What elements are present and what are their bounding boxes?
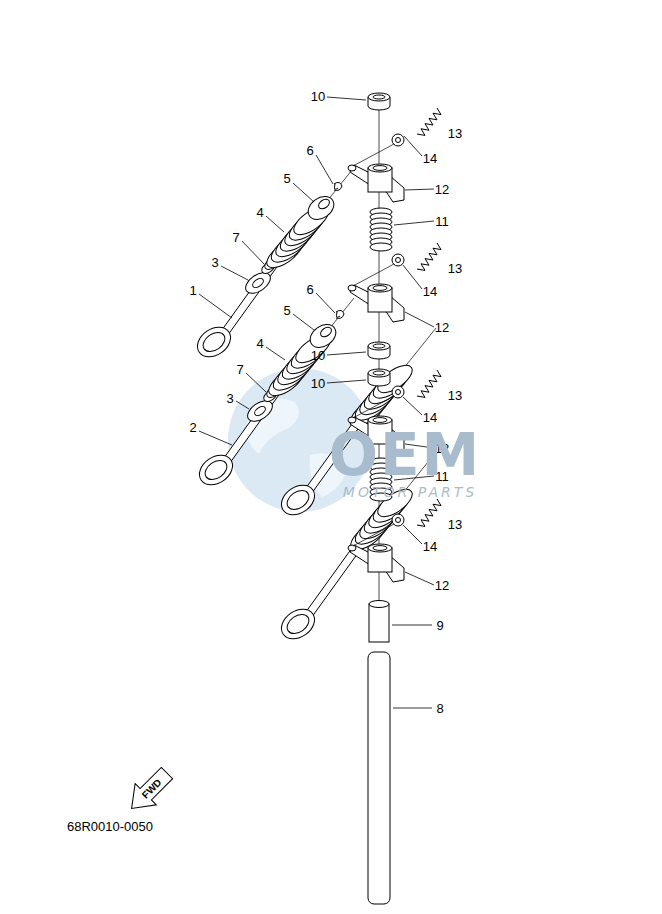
callout-number: 5 <box>283 304 290 317</box>
callout-number: 3 <box>226 392 233 405</box>
watermark: OEM <box>329 426 482 484</box>
callout-number: 13 <box>448 262 462 275</box>
callout-number: 8 <box>436 702 443 715</box>
callout-number: 1 <box>189 284 196 297</box>
callout-number: 4 <box>256 337 263 350</box>
callout-number: 4 <box>256 206 263 219</box>
callout-number: 12 <box>435 579 449 592</box>
leader-line <box>327 380 366 383</box>
rocker-arm <box>348 499 441 582</box>
callout-number: 14 <box>423 411 437 424</box>
leader-line <box>221 266 248 280</box>
cap <box>368 369 390 386</box>
leader-line <box>405 312 434 327</box>
leader-line <box>404 136 422 156</box>
callout-number: 12 <box>435 183 449 196</box>
leader-line <box>266 347 285 360</box>
callout-number: 14 <box>423 152 437 165</box>
rocker-spring <box>370 208 392 251</box>
cap <box>368 93 390 110</box>
leader-line <box>199 294 232 318</box>
leader-line <box>394 221 434 225</box>
callout-number: 7 <box>236 363 243 376</box>
callout-number: 9 <box>436 619 443 632</box>
leader-line <box>242 241 264 264</box>
leader-line <box>403 525 422 544</box>
watermark: MOTOR PARTS <box>343 485 477 499</box>
callout-number: 14 <box>423 540 437 553</box>
callout-number: 6 <box>306 144 313 157</box>
leader-line <box>236 401 249 409</box>
leader-line <box>246 373 266 392</box>
forward-arrow <box>121 762 178 819</box>
leader-line <box>316 155 333 184</box>
callout-number: 3 <box>211 256 218 269</box>
callout-number: 10 <box>311 377 325 390</box>
leader-line <box>293 183 314 202</box>
diagram-code: 68R0010-0050 <box>67 820 153 833</box>
callout-number: 6 <box>306 283 313 296</box>
callout-number: 14 <box>423 285 437 298</box>
leader-line <box>327 352 366 355</box>
leader-line <box>403 265 422 289</box>
leader-line <box>405 572 434 585</box>
callout-number: 12 <box>435 321 449 334</box>
callout-number: 2 <box>189 421 196 434</box>
leader-line <box>316 293 335 313</box>
cap <box>368 342 390 359</box>
callout-number: 10 <box>311 90 325 103</box>
leader-line <box>403 397 422 415</box>
leader-line <box>405 189 434 190</box>
leader-line <box>199 431 232 445</box>
callout-number: 13 <box>448 518 462 531</box>
rocker-arm <box>348 243 441 322</box>
callout-number: 10 <box>311 349 325 362</box>
callout-number: 13 <box>448 127 462 140</box>
callout-number: 5 <box>283 172 290 185</box>
leader-line <box>392 625 432 626</box>
rocker-arm <box>348 108 441 202</box>
callout-number: 7 <box>232 231 239 244</box>
callout-number: 13 <box>448 389 462 402</box>
valve-set <box>192 170 352 363</box>
pushrod <box>368 601 390 905</box>
leader-line <box>293 314 314 330</box>
leader-line <box>393 708 432 709</box>
leader-line <box>327 97 366 100</box>
leader-line <box>266 216 284 232</box>
callout-number: 11 <box>435 215 449 228</box>
